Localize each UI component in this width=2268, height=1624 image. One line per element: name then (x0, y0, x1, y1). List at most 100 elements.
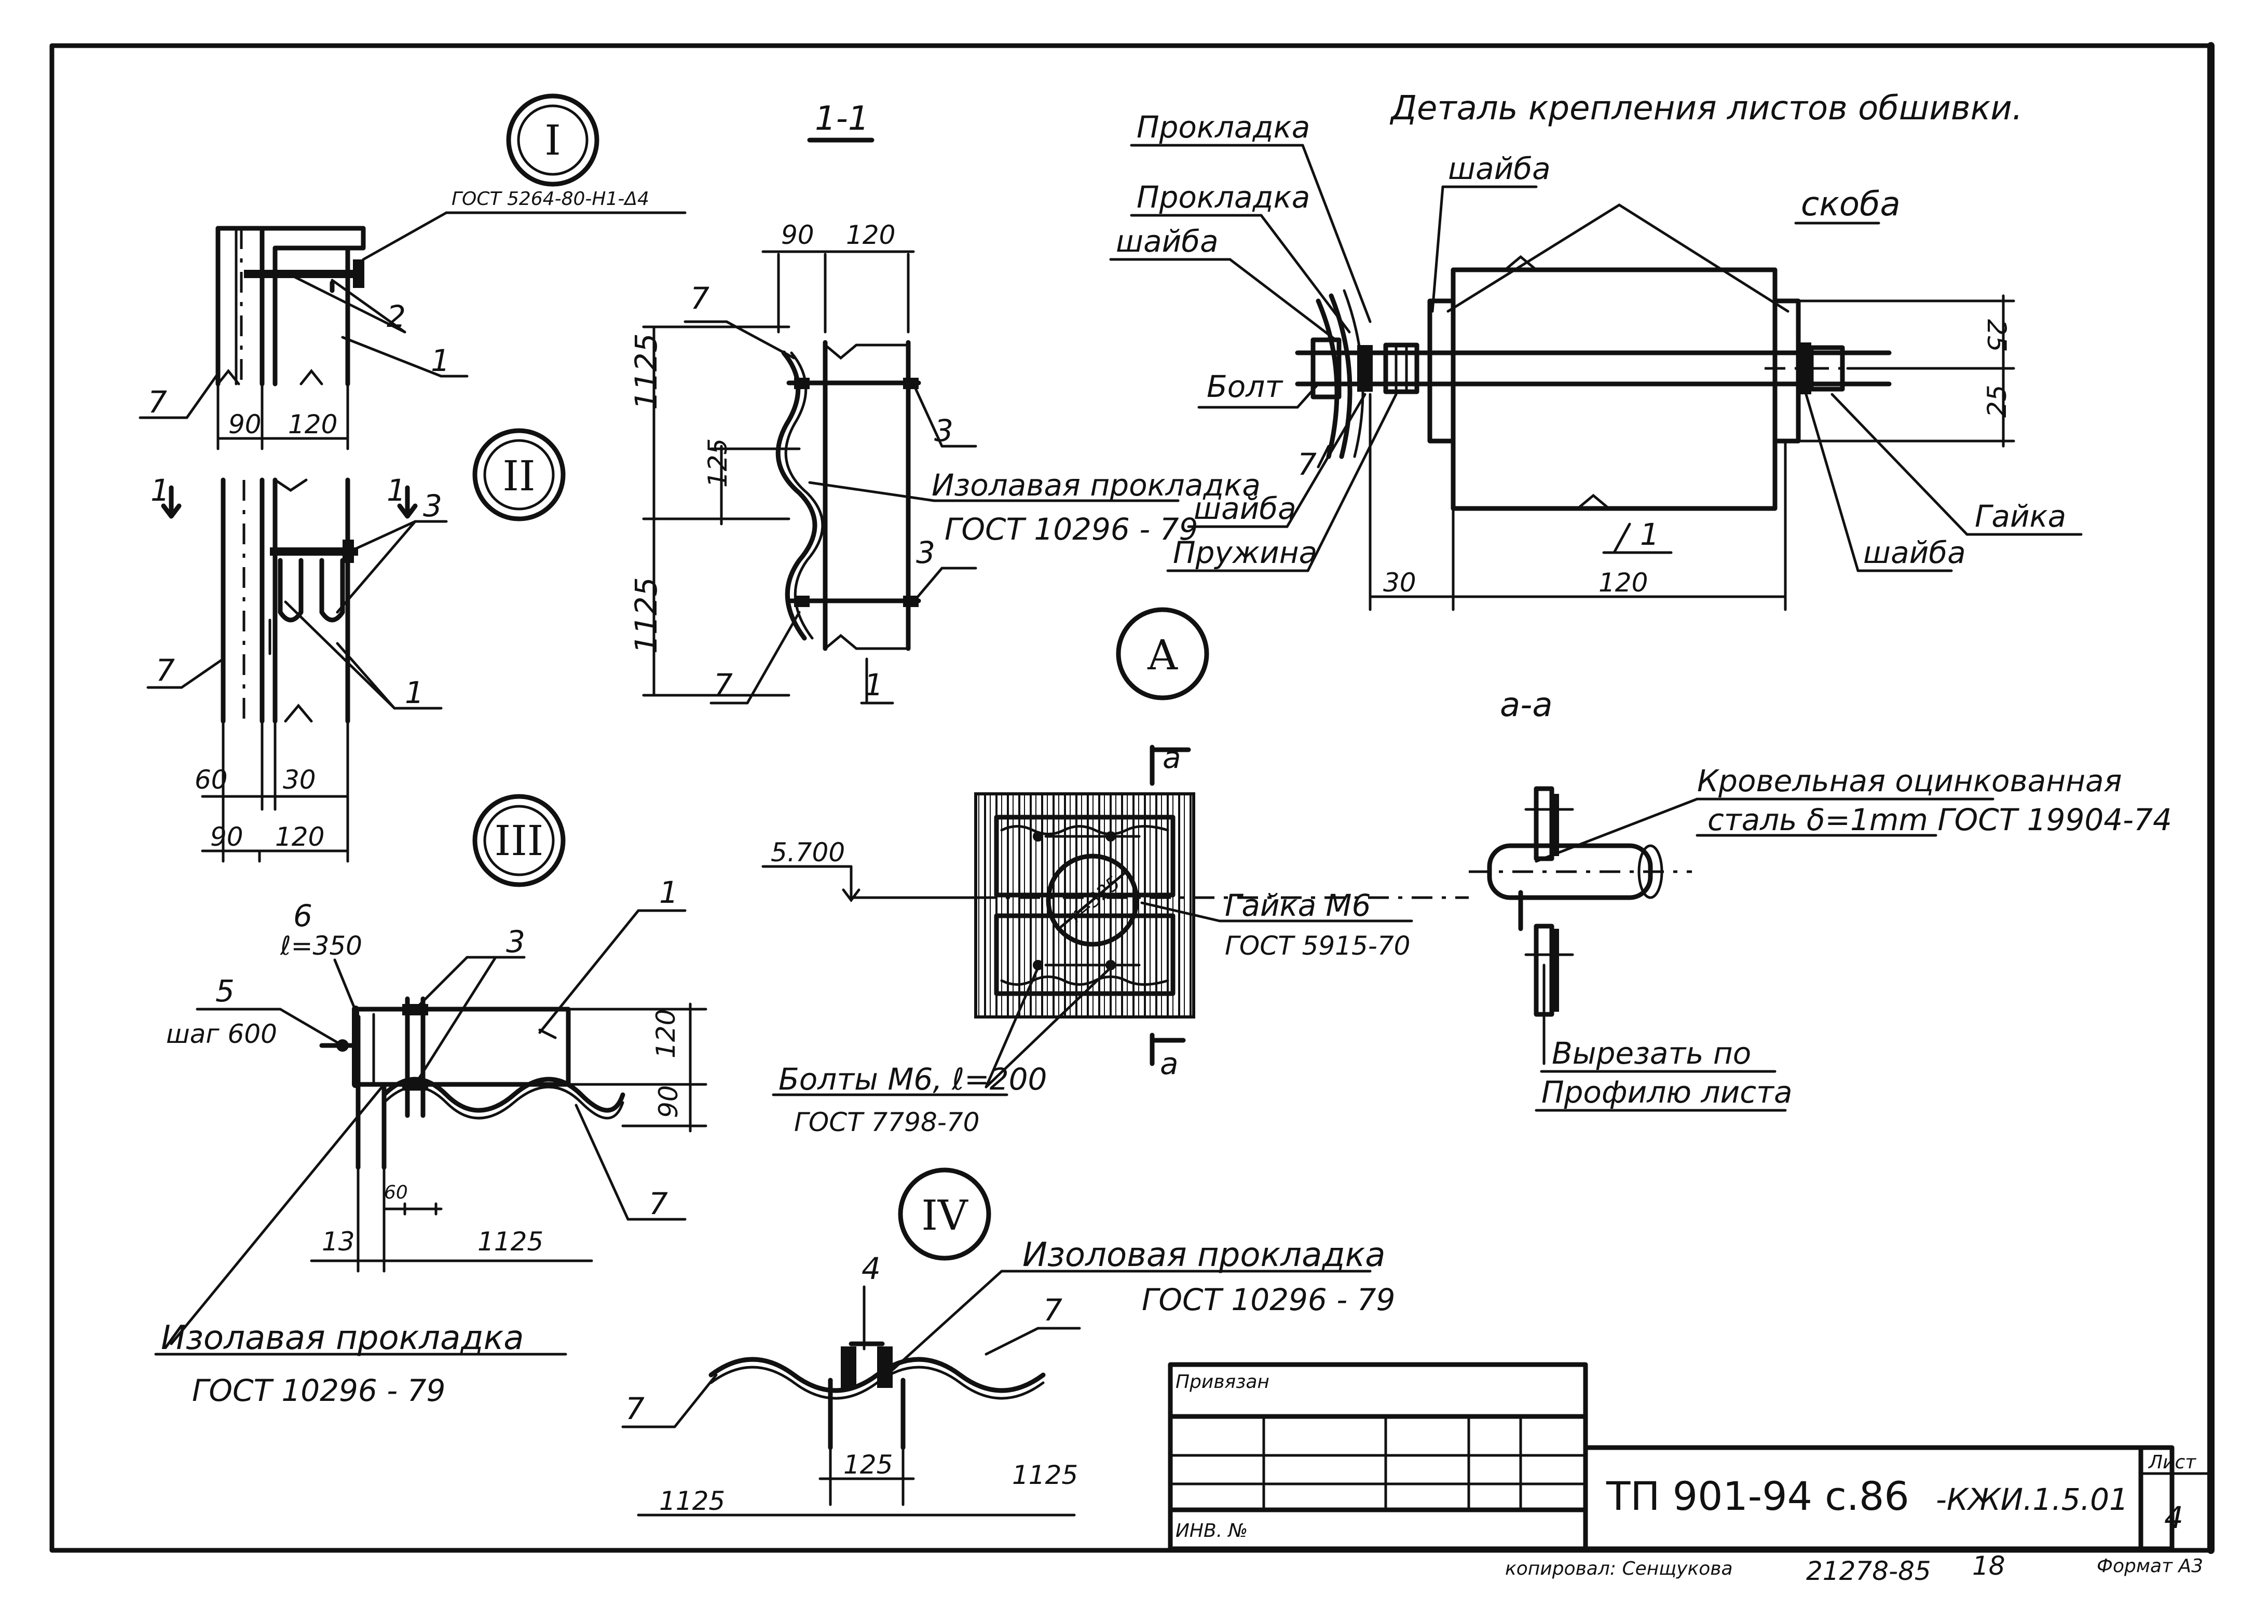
svg-text:5.700: 5.700 (771, 837, 845, 868)
svg-text:7: 7 (156, 653, 175, 688)
stamp-project-code: ТП 901-94 с.86 (1606, 1473, 1909, 1519)
svg-text:3: 3 (423, 488, 442, 524)
svg-text:25: 25 (1982, 319, 2012, 352)
svg-text:30: 30 (1383, 568, 1416, 598)
svg-text:Прокладка: Прокладка (1137, 109, 1310, 145)
view-IV: IV 4 Изоловая прокладка ГОСТ 10296 - 79 … (621, 1167, 1395, 1517)
view-II: II 1 1 3 7 1 60 3 (146, 428, 566, 863)
svg-text:2: 2 (387, 299, 406, 334)
svg-text:4: 4 (862, 1251, 881, 1286)
svg-text:120: 120 (1598, 568, 1648, 598)
svg-text:шайба: шайба (1863, 535, 1966, 570)
svg-text:ГОСТ 7798-70: ГОСТ 7798-70 (794, 1107, 979, 1137)
svg-text:1: 1 (405, 675, 424, 710)
section-a-a-title: а-а (1500, 686, 1553, 724)
svg-text:1: 1 (151, 473, 170, 508)
svg-text:3: 3 (916, 535, 935, 570)
svg-text:Профилю листа: Профилю листа (1541, 1075, 1793, 1110)
view-A-marker (1116, 607, 1209, 700)
svg-text:13: 13 (322, 1227, 355, 1257)
svg-text:1125: 1125 (1012, 1460, 1078, 1490)
svg-text:1125: 1125 (629, 577, 664, 654)
svg-text:120: 120 (846, 220, 895, 250)
svg-text:7: 7 (690, 281, 709, 316)
view-III: III 6 ℓ=350 5 шаг 600 3 1 7 (154, 794, 707, 1408)
view-I-marker (506, 93, 599, 187)
view-III-title: III (495, 817, 544, 865)
stamp-order: 21278-85 (1806, 1556, 1931, 1586)
view-III-marker (472, 794, 566, 887)
svg-text:18: 18 (1972, 1551, 2005, 1581)
stamp-inv: ИНВ. № (1176, 1520, 1248, 1542)
svg-text:ГОСТ 10296 - 79: ГОСТ 10296 - 79 (1142, 1282, 1395, 1317)
svg-text:Кровельная оцинкованная: Кровельная оцинкованная (1697, 763, 2122, 799)
svg-text:90: 90 (653, 1085, 684, 1118)
stamp-privyazan: Привязан (1176, 1371, 1269, 1393)
svg-text:30: 30 (283, 765, 316, 795)
view-I: I ГОСТ 5264-80-Н1-Δ4 2 1 7 90 120 (139, 93, 687, 450)
svg-text:3: 3 (934, 413, 953, 448)
svg-text:7: 7 (1043, 1292, 1062, 1328)
svg-text:шаг 600: шаг 600 (166, 1019, 277, 1049)
svg-text:сталь δ=1mm ГОСТ 19904-74: сталь δ=1mm ГОСТ 19904-74 (1707, 802, 2172, 837)
stamp-sheet-code: -КЖИ.1.5.01 (1936, 1482, 2128, 1517)
view-A: A r=325 5.700 а а Гайка М6 ГОСТ 5915-70 (761, 607, 1469, 1137)
svg-text:а: а (1160, 1046, 1179, 1081)
svg-text:ГОСТ 10296 - 79: ГОСТ 10296 - 79 (192, 1373, 445, 1408)
svg-text:Гайка М6: Гайка М6 (1225, 888, 1371, 923)
svg-text:Пружина: Пружина (1173, 535, 1317, 570)
svg-text:а: а (1163, 740, 1181, 775)
svg-text:1: 1 (387, 473, 406, 508)
svg-text:1: 1 (431, 343, 450, 378)
svg-text:1125: 1125 (629, 333, 664, 410)
svg-text:скоба: скоба (1801, 185, 1901, 224)
svg-text:1125: 1125 (477, 1227, 543, 1257)
svg-text:120: 120 (275, 822, 324, 852)
svg-text:6: 6 (293, 898, 312, 933)
svg-text:90: 90 (210, 822, 243, 852)
svg-text:ГОСТ 10296 - 79: ГОСТ 10296 - 79 (945, 512, 1198, 547)
view-II-marker (472, 428, 566, 521)
stamp-sheet-number: 4 (2164, 1500, 2183, 1535)
fastening-detail: Деталь крепления листов обшивки. Проклад… (1109, 89, 2083, 611)
svg-text:25: 25 (1982, 384, 2012, 418)
svg-text:Болты М6, ℓ=200: Болты М6, ℓ=200 (778, 1062, 1047, 1097)
section-1-1-gasket-note: Изолавая прокладка (932, 467, 1261, 503)
svg-text:шайба: шайба (1448, 151, 1551, 186)
svg-text:Вырезать по: Вырезать по (1552, 1036, 1751, 1071)
svg-text:3: 3 (506, 924, 525, 959)
view-IV-marker (898, 1167, 991, 1261)
svg-text:ℓ=350: ℓ=350 (280, 931, 362, 961)
svg-text:1: 1 (864, 667, 883, 703)
svg-text:ГОСТ 5915-70: ГОСТ 5915-70 (1225, 931, 1410, 961)
svg-text:шайба: шайба (1116, 224, 1219, 259)
view-II-title: II (502, 452, 535, 500)
svg-text:90: 90 (781, 220, 814, 250)
title-block: Привязан ИНВ. № ТП 901-94 с.86 -КЖИ.1.5.… (1168, 1362, 2212, 1586)
svg-text:7: 7 (625, 1391, 645, 1426)
svg-text:120: 120 (288, 409, 337, 439)
view-IV-gasket-note: Изоловая прокладка (1022, 1236, 1385, 1274)
svg-text:7: 7 (649, 1186, 668, 1221)
svg-text:125: 125 (843, 1450, 893, 1480)
view-A-title: A (1147, 631, 1178, 679)
svg-text:1: 1 (1640, 517, 1659, 552)
section-1-1: 1-1 90 120 1125 125 1125 7 3 (629, 100, 1261, 705)
view-III-gasket-note: Изолавая прокладка (161, 1319, 524, 1357)
svg-text:120: 120 (651, 1009, 681, 1058)
fastening-detail-title: Деталь крепления листов обшивки. (1389, 89, 2023, 128)
section-a-a: а-а Кровельная оцинкованная сталь δ=1mm … (1469, 686, 2172, 1112)
svg-text:90: 90 (228, 409, 262, 439)
svg-text:Прокладка: Прокладка (1137, 180, 1310, 215)
stamp-format: Формат А3 (2097, 1556, 2203, 1577)
view-I-title: I (544, 116, 561, 164)
svg-text:шайба: шайба (1194, 491, 1296, 526)
svg-text:7: 7 (148, 384, 167, 420)
svg-text:7: 7 (1297, 447, 1317, 482)
svg-text:60: 60 (195, 765, 228, 795)
stamp-sheet-label: Лист (2148, 1452, 2196, 1473)
svg-text:1125: 1125 (659, 1486, 725, 1516)
svg-text:7: 7 (714, 667, 733, 703)
svg-text:125: 125 (703, 438, 733, 488)
